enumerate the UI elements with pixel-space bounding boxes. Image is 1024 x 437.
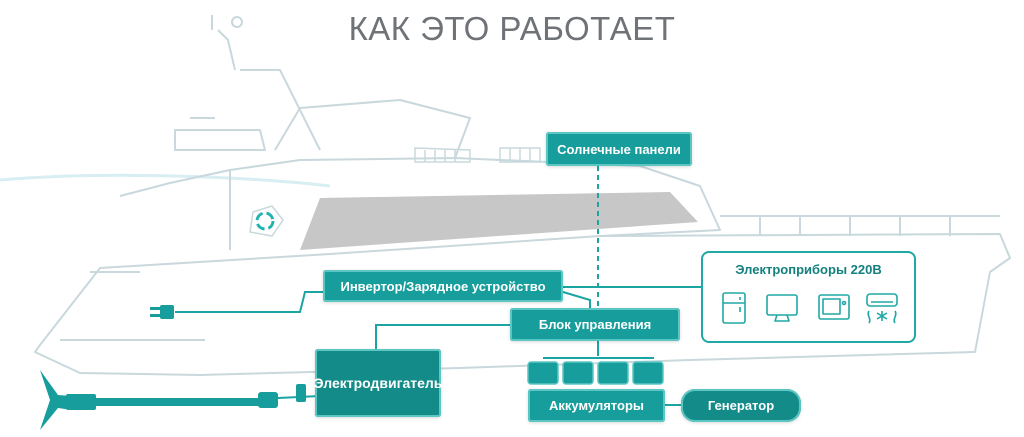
page-title: КАК ЭТО РАБОТАЕТ — [348, 10, 676, 47]
solar-panels-box: Солнечные панели — [546, 132, 692, 166]
refrigerator-icon — [722, 292, 746, 324]
appliances-label: Электроприборы 220В — [735, 262, 882, 277]
monitor-icon — [766, 294, 798, 322]
solar-panels-graphic — [414, 147, 541, 163]
inverter-charger-box: Инвертор/Зарядное устройство — [323, 270, 563, 302]
propeller-icon — [40, 370, 306, 430]
cabin-window — [300, 192, 698, 250]
electric-motor-box: Электродвигатель — [314, 349, 442, 417]
batteries-box: Аккумуляторы — [528, 389, 665, 422]
generator-box: Генератор — [681, 389, 801, 422]
control-unit-box: Блок управления — [510, 308, 680, 341]
microwave-icon — [818, 294, 850, 320]
appliances-panel: Электроприборы 220В — [701, 251, 916, 343]
air-conditioner-icon — [866, 293, 898, 324]
shore-power-plug-icon — [150, 305, 174, 319]
battery-cells — [527, 361, 664, 385]
brand-emblem-icon — [249, 205, 284, 237]
